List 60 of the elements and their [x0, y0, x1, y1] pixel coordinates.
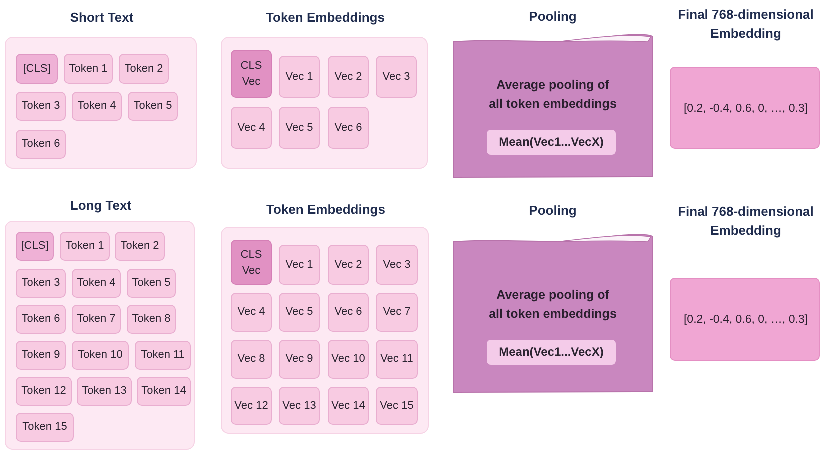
vector-box: Vec 3 — [376, 245, 418, 285]
vector-box: Vec 12 — [231, 387, 272, 425]
vector-box: Vec 5 — [279, 107, 320, 149]
pooling-description: Average pooling of all token embeddings — [488, 287, 618, 323]
column-heading: Pooling — [529, 8, 577, 26]
cls-vector-box: CLS Vec — [231, 50, 272, 98]
vector-box: Vec 13 — [279, 387, 320, 425]
token-box: Token 6 — [16, 130, 66, 159]
vector-box: Vec 2 — [328, 245, 369, 285]
vector-box: Vec 4 — [231, 107, 272, 149]
column-heading: Long Text — [70, 197, 132, 215]
column-heading: Pooling — [529, 202, 577, 220]
vector-box: Vec 9 — [279, 340, 320, 379]
pooling-description: Average pooling of all token embeddings — [488, 77, 618, 113]
token-box: Token 9 — [16, 341, 66, 370]
token-box: Token 13 — [77, 377, 132, 406]
column-heading: Token Embeddings — [266, 201, 386, 219]
token-box: Token 7 — [72, 305, 121, 334]
vector-box: Vec 4 — [231, 293, 272, 332]
token-box: Token 12 — [16, 377, 72, 406]
vector-box: Vec 11 — [376, 340, 418, 379]
token-box: Token 4 — [72, 92, 122, 121]
token-box: Token 5 — [127, 269, 176, 298]
token-box: Token 3 — [16, 269, 66, 298]
cls-token-box: [CLS] — [16, 54, 58, 84]
formula-box: Mean(Vec1...VecX) — [487, 340, 616, 365]
formula-box: Mean(Vec1...VecX) — [487, 130, 616, 155]
token-box: Token 4 — [72, 269, 121, 298]
vector-box: Vec 14 — [328, 387, 369, 425]
vector-box: Vec 8 — [231, 340, 272, 379]
column-heading: Final 768-dimensional Embedding — [677, 6, 815, 43]
token-box: Token 2 — [119, 54, 169, 84]
vector-values: [0.2, -0.4, 0.6, 0, …, 0.3] — [684, 102, 808, 117]
column-heading: Short Text — [70, 9, 134, 27]
token-box: Token 14 — [137, 377, 191, 406]
vector-box: Vec 6 — [328, 107, 369, 149]
column-heading: Final 768-dimensional Embedding — [677, 203, 815, 240]
vector-values: [0.2, -0.4, 0.6, 0, …, 0.3] — [684, 313, 808, 328]
vector-box: Vec 2 — [328, 56, 369, 98]
token-box: Token 10 — [72, 341, 129, 370]
token-box: Token 6 — [16, 305, 66, 334]
token-box: Token 8 — [127, 305, 176, 334]
vector-box: Vec 7 — [376, 293, 418, 332]
token-box: Token 2 — [115, 232, 165, 261]
vector-box: Vec 1 — [279, 245, 320, 285]
token-box: Token 11 — [135, 341, 191, 370]
vector-box: Vec 15 — [376, 387, 418, 425]
column-heading: Token Embeddings — [266, 9, 385, 27]
cls-token-box: [CLS] — [16, 232, 54, 261]
token-box: Token 1 — [60, 232, 110, 261]
vector-box: Vec 3 — [376, 56, 417, 98]
token-box: Token 1 — [64, 54, 113, 84]
vector-box: Vec 5 — [279, 293, 320, 332]
token-box: Token 5 — [128, 92, 178, 121]
token-box: Token 15 — [16, 413, 74, 442]
cls-vector-box: CLS Vec — [231, 240, 272, 285]
vector-box: Vec 6 — [328, 293, 369, 332]
token-box: Token 3 — [16, 92, 66, 121]
vector-box: Vec 10 — [328, 340, 369, 379]
vector-box: Vec 1 — [279, 56, 320, 98]
